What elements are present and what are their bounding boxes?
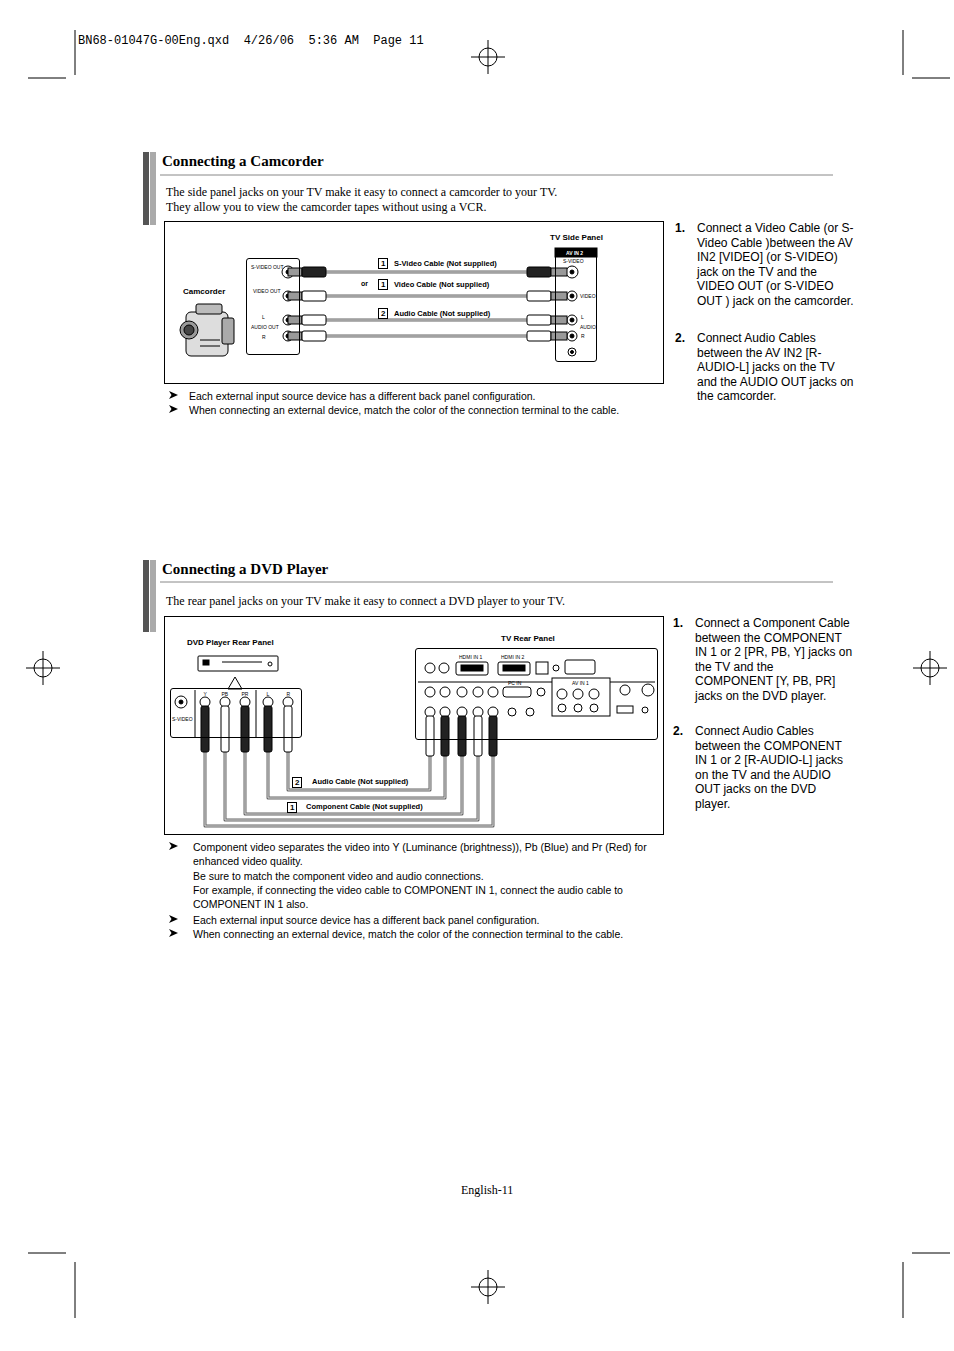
note-text: When connecting an external device, matc… (193, 927, 623, 941)
panel-title: DVD Player Rear Panel (187, 638, 274, 648)
jack-label: HDMI IN 2 (501, 654, 524, 660)
crop-marks (26, 30, 950, 1318)
jack-label: PR (242, 691, 249, 697)
step-text: Connect a Video Cable (or S-Video Cable … (697, 221, 855, 308)
step-number: 1. (673, 616, 683, 631)
jack-label: R (262, 334, 266, 340)
intro-text: The rear panel jacks on your TV make it … (166, 594, 626, 609)
jack-label: VIDEO OUT (253, 288, 281, 294)
note-text: Be sure to match the component video and… (193, 869, 653, 883)
tv-rear-panel: TV Rear Panel (415, 648, 658, 740)
intro-text: The side panel jacks on your TV make it … (166, 185, 576, 215)
cable-label: Audio Cable (Not supplied) (311, 777, 409, 786)
camcorder-jacks (282, 266, 294, 341)
section-heading: Connecting a Camcorder (162, 153, 324, 170)
camcorder-illustration (180, 304, 234, 356)
cable (264, 706, 449, 798)
step-text: Connect a Component Cable between the CO… (695, 616, 853, 703)
step-text: Connect Audio Cables between the AV IN2 … (697, 331, 855, 404)
section-heading: Connecting a DVD Player (162, 561, 328, 578)
jack-label: L (267, 691, 270, 697)
tv-rear-jacks (418, 660, 655, 717)
jack-label: L (581, 314, 584, 320)
cable-label: Component Cable (Not supplied) (305, 802, 424, 811)
note-text: Component video separates the video into… (193, 840, 653, 868)
cable (201, 706, 497, 826)
panel-title: Camcorder (183, 287, 225, 297)
cable-label: S-Video Cable (Not supplied) (393, 259, 498, 268)
file-header: BN68-01047G-00Eng.qxd 4/26/06 5:36 AM Pa… (78, 34, 424, 48)
jack-label: S-VIDEO OUT (251, 264, 284, 270)
jack-label: R (287, 691, 291, 697)
note-text: Each external input source device has a … (193, 913, 540, 927)
jack-label: AUDIO OUT (251, 324, 279, 330)
jack-label: Y (204, 691, 207, 697)
jack-label: L (262, 314, 265, 320)
note-text: For example, if connecting the video cab… (193, 883, 653, 911)
step-number: 2. (675, 331, 685, 346)
cable (288, 291, 567, 301)
callout-number: 1 (378, 279, 388, 290)
step-number: 2. (673, 724, 683, 739)
jack-label: HDMI IN 1 (459, 654, 482, 660)
jack-label: AV IN 2 (566, 250, 583, 256)
jack-label: S-VIDEO (172, 716, 193, 722)
jack-label: AUDIO (580, 324, 596, 330)
camcorder-jack-panel: Camcorder (246, 258, 300, 355)
page-number: English-11 (461, 1183, 513, 1198)
jack-label: S-VIDEO (563, 258, 584, 264)
jack-label: VIDEO (580, 293, 596, 299)
callout-number: 1 (287, 802, 297, 813)
or-label: or (361, 280, 368, 288)
diagram-frames (165, 222, 664, 835)
callout-number: 2 (378, 308, 388, 319)
jack-label: PC IN (508, 680, 521, 686)
callout-number: 1 (378, 258, 388, 269)
dvd-rear-jacks (175, 690, 293, 738)
note-arrows (169, 391, 178, 937)
cable-label: Video Cable (Not supplied) (393, 280, 490, 289)
jack-label: PB (222, 691, 229, 697)
cable (288, 315, 567, 341)
jack-label: AV IN 1 (572, 680, 589, 686)
panel-title: TV Side Panel (550, 233, 603, 243)
dvd-player-illustration (198, 656, 278, 689)
cable-label: Audio Cable (Not supplied) (393, 309, 491, 318)
callout-number: 2 (292, 777, 302, 788)
step-number: 1. (675, 221, 685, 236)
cable (288, 267, 567, 277)
note-text: Each external input source device has a … (189, 389, 536, 403)
step-text: Connect Audio Cables between the COMPONE… (695, 724, 853, 811)
note-text: When connecting an external device, matc… (189, 403, 619, 417)
panel-title: TV Rear Panel (501, 634, 555, 644)
dvd-rear-panel: DVD Player Rear Panel (170, 688, 302, 738)
jack-label: R (581, 333, 585, 339)
tv-side-panel: TV Side Panel (555, 248, 597, 362)
